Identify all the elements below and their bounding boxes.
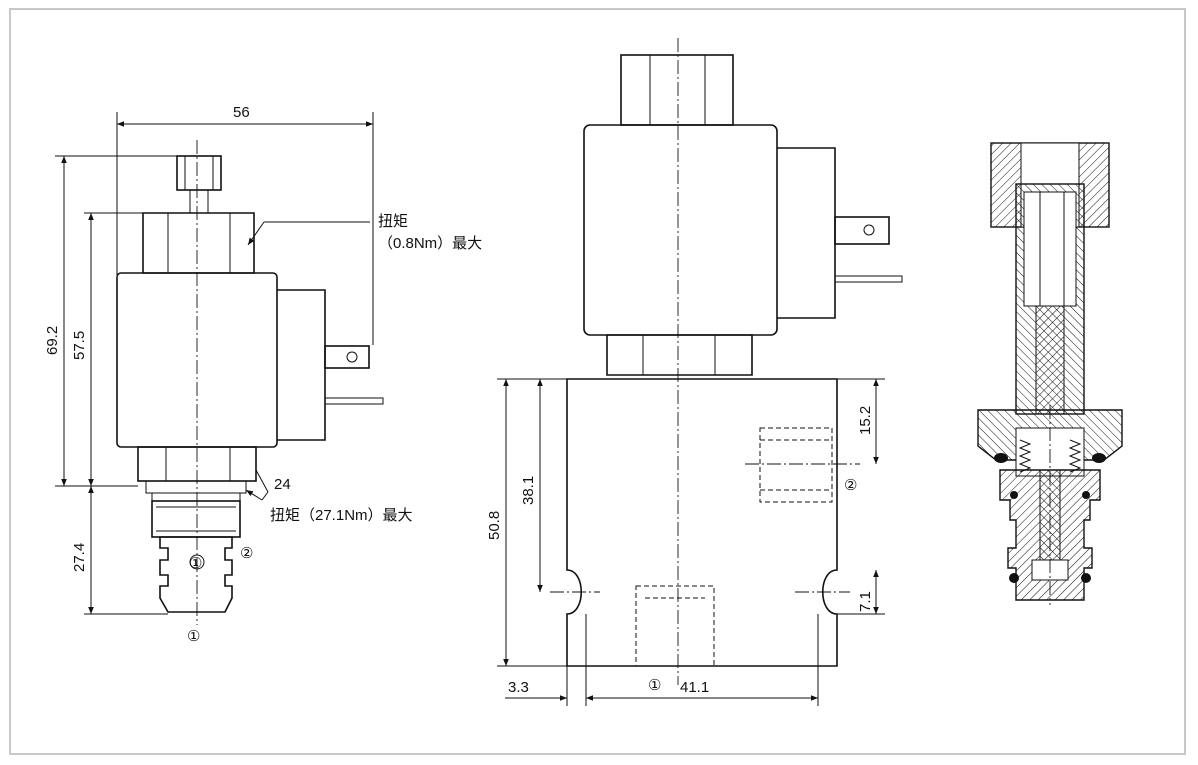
middle-view: 50.8 38.1 15.2 7.1 3.3 41.1 ② ① bbox=[486, 38, 903, 706]
terminal-tab bbox=[324, 345, 370, 369]
dim-edge-offset: 3.3 bbox=[508, 679, 529, 696]
port2-hidden bbox=[759, 427, 833, 503]
dim-block-width: 41.1 bbox=[680, 679, 709, 696]
torque-value-nut: （0.8Nm）最大 bbox=[378, 235, 482, 252]
dim-block-height: 50.8 bbox=[486, 511, 503, 540]
coil-nut bbox=[142, 212, 255, 274]
dim-height-cartridge: 27.4 bbox=[71, 543, 88, 572]
dim-port2-offset: 15.2 bbox=[857, 406, 874, 435]
port1-mark-side: ① bbox=[189, 555, 202, 572]
section-springs bbox=[1018, 439, 1082, 473]
connector-housing-front bbox=[777, 147, 836, 319]
manual-override-knob bbox=[176, 155, 222, 191]
cartridge-stem bbox=[159, 536, 233, 613]
port2-mark-side: ② bbox=[240, 545, 253, 562]
manifold-block bbox=[566, 378, 838, 667]
torque-label-nut: 扭矩 bbox=[378, 213, 408, 230]
left-view: 56 69.2 57.5 27.4 扭矩 （0.8Nm）最大 24 扭矩（27.… bbox=[44, 104, 482, 645]
port1-mark-front: ① bbox=[648, 677, 661, 694]
body-hex-front bbox=[606, 334, 753, 376]
coil-nut-front bbox=[620, 54, 734, 126]
dim-width-overall: 56 bbox=[233, 104, 250, 121]
dim-port-depth: 38.1 bbox=[520, 476, 537, 505]
cartridge-thread bbox=[151, 500, 241, 538]
dim-mount-offset: 7.1 bbox=[857, 591, 874, 612]
port1-hidden bbox=[635, 585, 715, 667]
dim-height-total: 69.2 bbox=[44, 326, 61, 355]
dim-height-body: 57.5 bbox=[71, 331, 88, 360]
port1-mark-bottom: ① bbox=[187, 628, 200, 645]
torque-label-body: 扭矩（27.1Nm）最大 bbox=[270, 507, 413, 524]
connector-housing bbox=[277, 289, 326, 441]
coil-body-front bbox=[583, 124, 778, 336]
port2-mark-front: ② bbox=[844, 477, 857, 494]
dim-hex-size: 24 bbox=[274, 476, 291, 493]
section-view bbox=[977, 142, 1123, 605]
terminal-tab-front bbox=[834, 216, 890, 245]
drawing-frame bbox=[9, 8, 1186, 755]
